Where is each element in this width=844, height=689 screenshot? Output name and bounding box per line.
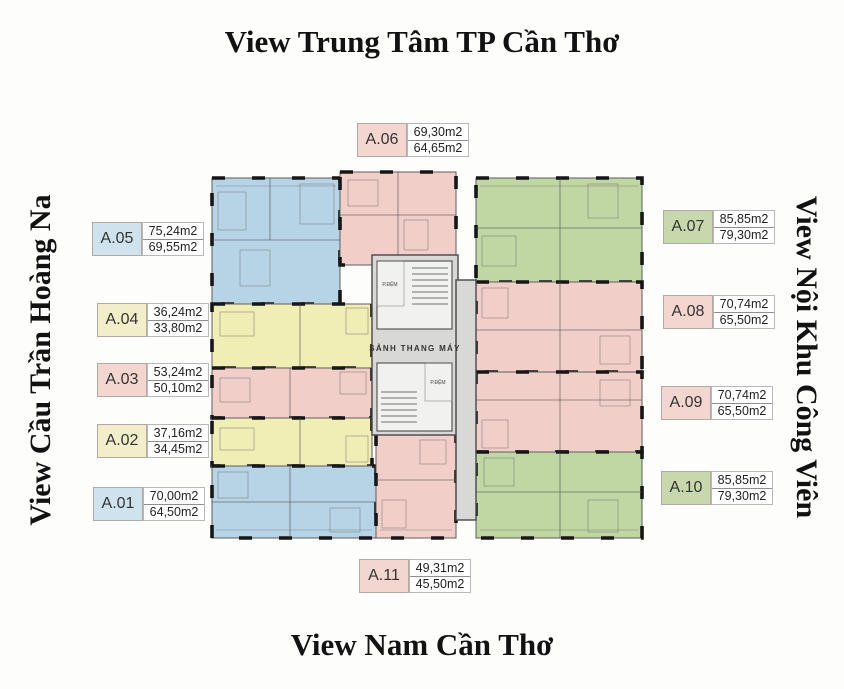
unit-label-a08: A.08 70,74m2 65,50m2 — [663, 295, 775, 329]
unit-a06-floorplan — [338, 170, 458, 267]
unit-areas: 53,24m2 50,10m2 — [147, 363, 209, 397]
unit-label-a05: A.05 75,24m2 69,55m2 — [92, 222, 204, 256]
unit-label-a10: A.10 85,85m2 79,30m2 — [661, 471, 773, 505]
unit-areas: 85,85m2 79,30m2 — [711, 471, 773, 505]
unit-a08-floorplan — [474, 280, 644, 374]
elevator-lobby-label: SẢNH THANG MÁY — [369, 344, 461, 353]
unit-a10-floorplan — [474, 450, 644, 540]
unit-area-gross: 85,85m2 — [717, 472, 767, 487]
unit-area-gross: 36,24m2 — [153, 304, 203, 319]
unit-area-net: 45,50m2 — [410, 575, 470, 593]
unit-area-net: 33,80m2 — [148, 319, 208, 337]
unit-a02-floorplan — [210, 416, 374, 468]
unit-label-a02: A.02 37,16m2 34,45m2 — [97, 424, 209, 458]
unit-code: A.06 — [357, 123, 407, 157]
unit-area-net: 65,50m2 — [714, 311, 774, 329]
unit-areas: 70,74m2 65,50m2 — [713, 295, 775, 329]
unit-area-gross: 37,16m2 — [153, 425, 203, 440]
unit-area-net: 79,30m2 — [712, 487, 772, 505]
unit-a07-floorplan — [474, 176, 644, 284]
unit-areas: 37,16m2 34,45m2 — [147, 424, 209, 458]
unit-label-a03: A.03 53,24m2 50,10m2 — [97, 363, 209, 397]
unit-code: A.09 — [661, 386, 711, 420]
unit-code: A.03 — [97, 363, 147, 397]
unit-code: A.10 — [661, 471, 711, 505]
unit-area-net: 34,45m2 — [148, 440, 208, 458]
unit-label-a07: A.07 85,85m2 79,30m2 — [663, 210, 775, 244]
view-title-top: View Trung Tâm TP Cần Thơ — [224, 24, 620, 59]
unit-area-net: 79,30m2 — [714, 226, 774, 244]
unit-area-gross: 53,24m2 — [153, 364, 203, 379]
unit-area-net: 64,65m2 — [408, 139, 468, 157]
unit-area-gross: 85,85m2 — [719, 211, 769, 226]
unit-code: A.07 — [663, 210, 713, 244]
unit-area-gross: 70,74m2 — [719, 296, 769, 311]
unit-area-gross: 75,24m2 — [148, 223, 198, 238]
unit-code: A.08 — [663, 295, 713, 329]
unit-label-a04: A.04 36,24m2 33,80m2 — [97, 303, 209, 337]
core-corridor — [455, 279, 477, 521]
unit-area-net: 64,50m2 — [144, 503, 204, 521]
unit-area-net: 50,10m2 — [148, 379, 208, 397]
unit-a03-floorplan — [210, 366, 374, 420]
unit-code: A.02 — [97, 424, 147, 458]
unit-label-a01: A.01 70,00m2 64,50m2 — [93, 487, 205, 521]
unit-a04-floorplan — [210, 302, 374, 370]
buffer-room-label-bottom: P.ĐỆM — [430, 378, 445, 386]
unit-label-a06: A.06 69,30m2 64,65m2 — [357, 123, 469, 157]
stairwell-bottom — [376, 362, 453, 432]
unit-areas: 49,31m2 45,50m2 — [409, 559, 471, 593]
unit-label-a11: A.11 49,31m2 45,50m2 — [359, 559, 471, 593]
core-elevator-lobby: P.ĐỆM P.ĐỆM SẢNH THANG MÁY — [369, 254, 477, 521]
unit-area-gross: 69,30m2 — [413, 124, 463, 139]
unit-areas: 75,24m2 69,55m2 — [142, 222, 204, 256]
view-title-bottom: View Nam Cần Thơ — [290, 627, 554, 662]
unit-code: A.11 — [359, 559, 409, 593]
buffer-room-label-top: P.ĐỆM — [382, 280, 397, 288]
unit-label-a09: A.09 70,74m2 65,50m2 — [661, 386, 773, 420]
unit-area-gross: 70,00m2 — [149, 488, 199, 503]
unit-area-net: 65,50m2 — [712, 402, 772, 420]
unit-a01-floorplan — [210, 464, 378, 540]
unit-areas: 70,74m2 65,50m2 — [711, 386, 773, 420]
stairwell-top — [376, 260, 453, 330]
unit-a09-floorplan — [474, 370, 644, 454]
unit-areas: 85,85m2 79,30m2 — [713, 210, 775, 244]
unit-a05-floorplan — [210, 176, 342, 306]
unit-code: A.01 — [93, 487, 143, 521]
unit-code: A.04 — [97, 303, 147, 337]
unit-areas: 69,30m2 64,65m2 — [407, 123, 469, 157]
unit-area-net: 69,55m2 — [143, 238, 203, 256]
unit-code: A.05 — [92, 222, 142, 256]
unit-a11-floorplan — [374, 428, 458, 540]
unit-area-gross: 70,74m2 — [717, 387, 767, 402]
unit-areas: 36,24m2 33,80m2 — [147, 303, 209, 337]
unit-areas: 70,00m2 64,50m2 — [143, 487, 205, 521]
unit-area-gross: 49,31m2 — [415, 560, 465, 575]
